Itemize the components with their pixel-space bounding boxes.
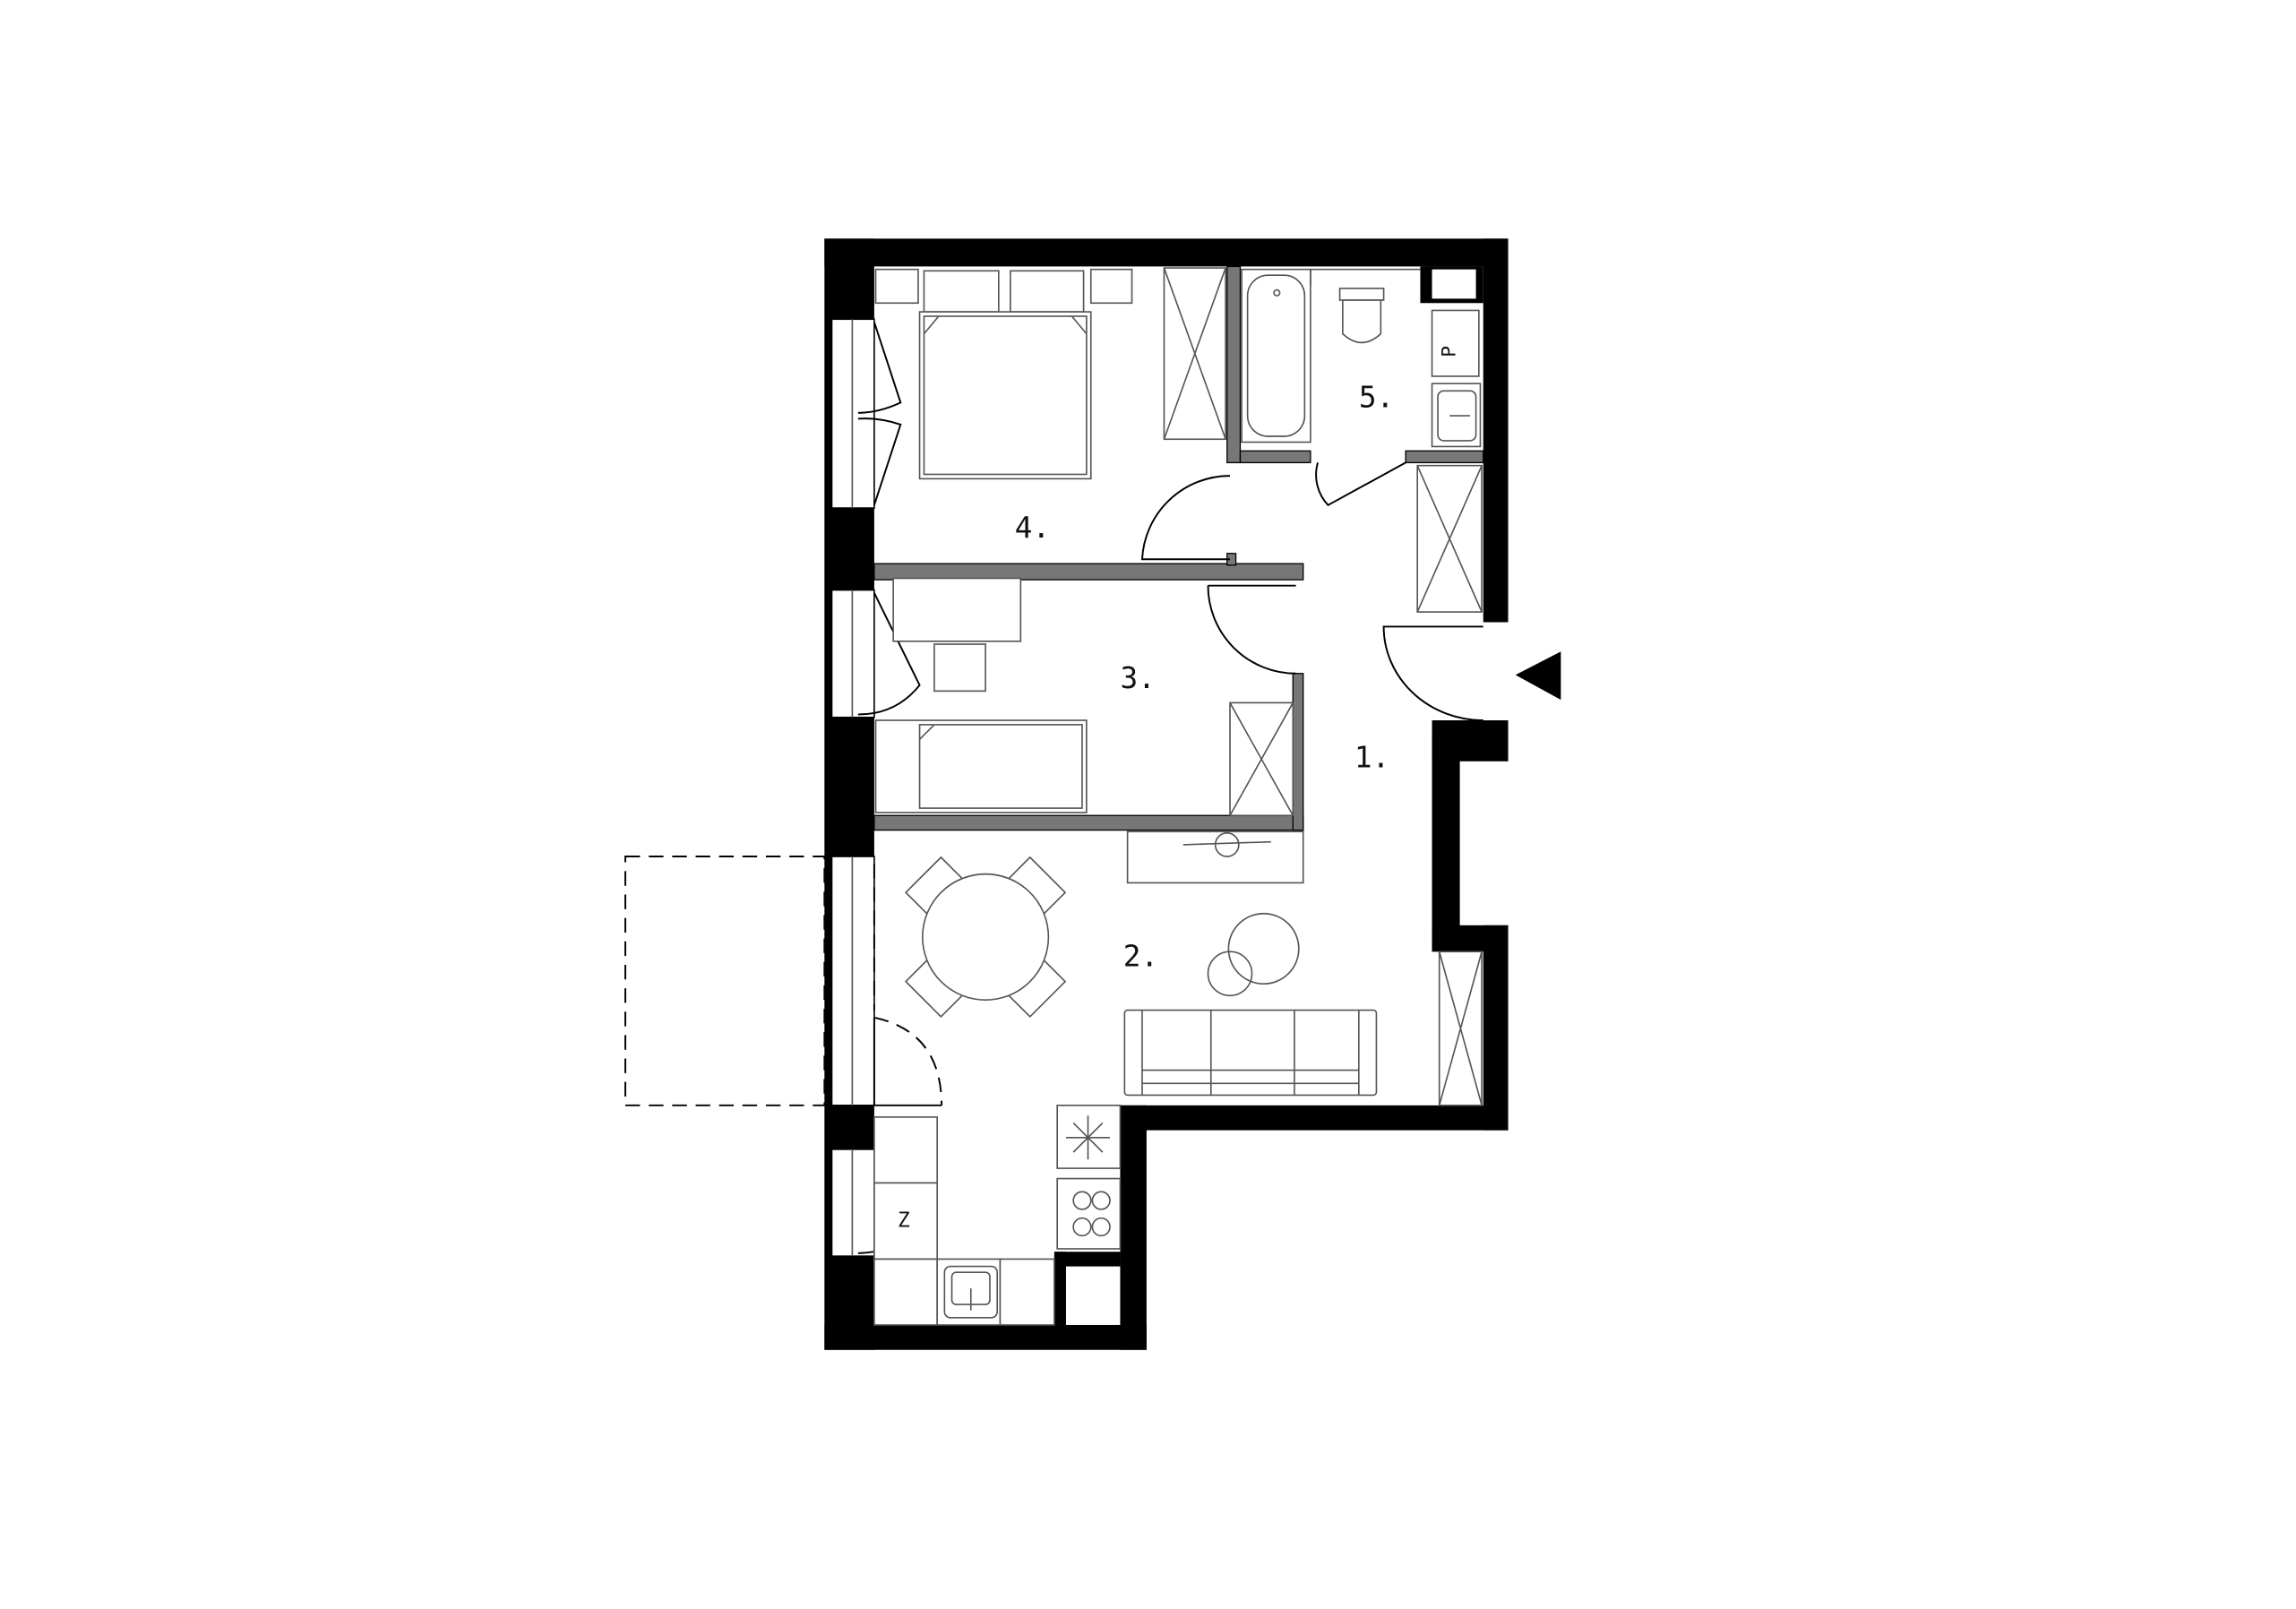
- toilet-icon: [1338, 288, 1385, 344]
- washing-machine-icon: P: [1431, 309, 1480, 377]
- coffee-table-icon: [1207, 912, 1300, 997]
- bathtub-icon: [1241, 268, 1311, 443]
- washing-machine-label: P: [1439, 346, 1461, 357]
- entrance-arrow-icon: [1515, 651, 1561, 701]
- windows: [830, 318, 943, 1257]
- wardrobe-icon: [1163, 267, 1226, 441]
- bed-icon: [874, 268, 1133, 480]
- entrance-door[interactable]: [1382, 625, 1483, 722]
- sink-icon: [943, 1265, 998, 1319]
- stove-icon: [1056, 1177, 1122, 1250]
- desk: [892, 577, 1022, 642]
- internal-walls: [873, 265, 1484, 831]
- tv-unit: [1126, 830, 1304, 884]
- wardrobe-icon: [1229, 701, 1294, 817]
- sink-icon: [1431, 383, 1482, 448]
- room-label-4: 4.: [1015, 511, 1050, 545]
- wardrobe-icon: [1416, 464, 1483, 613]
- chair: [933, 643, 986, 693]
- kitchen-counter: Z: [873, 1116, 1055, 1326]
- dining-table-icon: [904, 856, 1067, 1019]
- room-label-3: 3.: [1120, 661, 1155, 695]
- balcony: [624, 856, 826, 1106]
- sofa-icon: [1123, 1009, 1378, 1097]
- shaft: [1432, 269, 1476, 299]
- door-room-4[interactable]: [1140, 475, 1231, 561]
- bathroom-shelf: [1310, 268, 1421, 286]
- fridge-label: Z: [898, 1209, 910, 1232]
- room-label-1: 1.: [1354, 740, 1389, 774]
- hood-icon: [1056, 1105, 1122, 1169]
- room-label-5: 5.: [1359, 380, 1394, 414]
- door-bathroom[interactable]: [1315, 461, 1406, 507]
- bed-icon: [874, 719, 1088, 813]
- room-label-2: 2.: [1123, 940, 1158, 974]
- door-room-3[interactable]: [1207, 584, 1296, 675]
- wardrobe-icon: [1438, 951, 1483, 1106]
